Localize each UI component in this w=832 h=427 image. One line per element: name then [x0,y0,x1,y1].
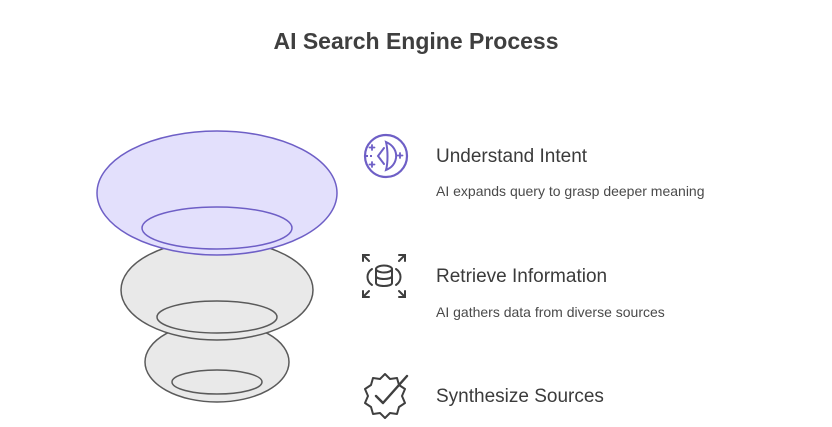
funnel-ring-middle [120,239,314,341]
page-title: AI Search Engine Process [273,28,559,54]
step-description: AI expands query to grasp deeper meaning [436,183,705,199]
step-description: AI gathers data from diverse sources [436,304,665,320]
database-expand-icon [358,250,410,302]
step-title: Understand Intent [436,146,588,167]
funnel-ring-top [96,130,338,256]
badge-check-icon [359,370,411,422]
brain-search-icon [360,132,412,184]
step-title: Synthesize Sources [436,386,604,407]
step-title: Retrieve Information [436,266,608,287]
